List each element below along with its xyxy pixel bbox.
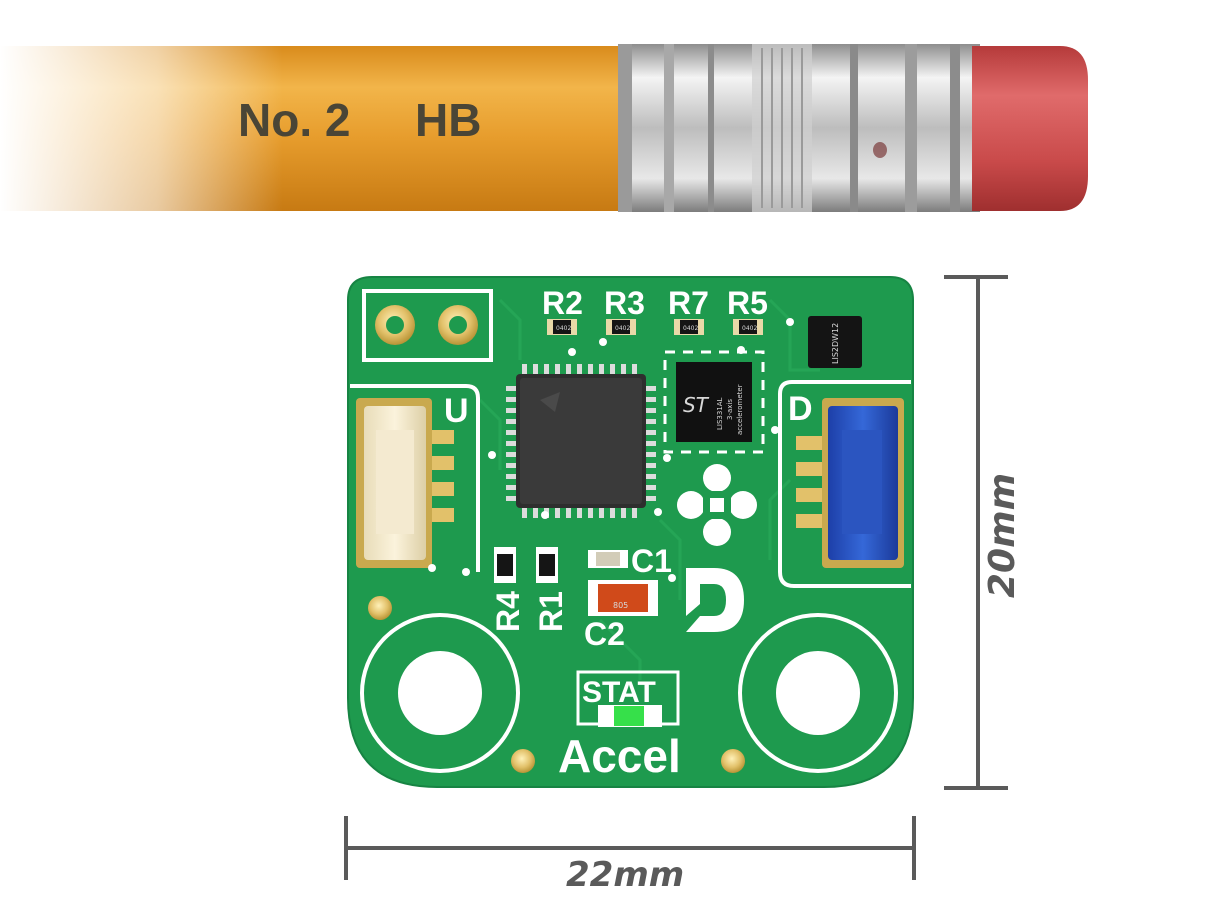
accelerometer-sensor: ST LIS331AL 3-axis accelerometer [663,350,765,454]
label-r2: R2 [542,285,583,321]
left-connector: U [350,384,480,572]
resistor-r4 [494,547,516,583]
capacitor-c1 [588,550,628,568]
width-dimension-label: 22mm [566,855,684,895]
resistor-r5: 0402 [733,319,763,335]
label-c2: C2 [584,616,625,652]
right-connector: D [778,380,911,588]
pencil-eraser [972,46,1088,211]
width-dimension: 22mm [344,816,916,895]
svg-text:3-axis: 3-axis [726,399,734,420]
svg-text:LIS331AL: LIS331AL [716,397,724,430]
left-connector-label: U [444,392,469,430]
accel-board: R2 R3 R7 R5 0402 0402 0402 0402 LIS2DW [347,276,914,788]
height-dimension-label: 20mm [982,473,1023,598]
label-c1: C1 [631,543,672,579]
pcb-outline [347,276,914,788]
brand-logo [686,568,744,632]
mounting-hole-left [360,613,520,773]
st-logo: ST [683,393,710,417]
label-r1: R1 [533,591,569,632]
right-connector-label: D [788,390,813,428]
mounting-hole-right [738,613,898,773]
pencil: No. 2 HB [0,44,1088,212]
label-r7: R7 [668,285,709,321]
decorative-logo-icon [677,464,757,546]
resistor-r3: 0402 [606,319,636,335]
svg-text:0402: 0402 [556,325,571,332]
pencil-ferrule [618,44,980,212]
two-pin-header [362,289,493,362]
main-microcontroller [506,364,656,518]
svg-text:0402: 0402 [615,325,630,332]
chip-lis2dw12: LIS2DW12 [808,316,862,368]
pencil-label-grade: HB [415,94,481,146]
resistor-r7: 0402 [674,319,704,335]
svg-text:0402: 0402 [742,325,757,332]
stat-label: STAT [582,676,656,709]
vias [428,318,794,582]
label-r4: R4 [490,591,526,632]
pencil-fade [0,46,628,211]
pencil-label-number: No. 2 [238,94,350,146]
label-r5: R5 [727,285,768,321]
svg-text:accelerometer: accelerometer [736,384,744,435]
svg-text:LIS2DW12: LIS2DW12 [831,323,840,364]
resistor-r2: 0402 [547,319,577,335]
capacitor-c2: 805 [588,580,658,616]
svg-text:0402: 0402 [683,325,698,332]
height-dimension: 20mm [944,275,1023,790]
stat-led: STAT [576,670,680,727]
svg-text:805: 805 [613,601,628,610]
board-name: Accel [558,730,681,782]
resistor-r1 [536,547,558,583]
test-pads [368,596,745,773]
label-r3: R3 [604,285,645,321]
